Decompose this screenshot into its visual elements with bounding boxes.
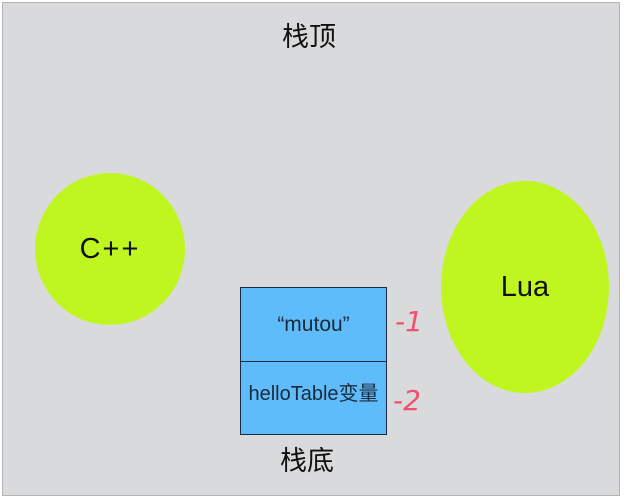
stack-bottom-label: 栈底 bbox=[280, 446, 334, 477]
stack-cell-2: helloTable变量 bbox=[241, 361, 386, 434]
stack-cell-1: “mutou” bbox=[277, 313, 350, 336]
cpp-node-label: C++ bbox=[79, 232, 141, 265]
stack-index-1: -1 bbox=[395, 305, 423, 338]
stack-top-label: 栈顶 bbox=[282, 22, 336, 53]
lua-node: Lua bbox=[441, 181, 609, 393]
stack-index-2: -2 bbox=[393, 384, 421, 417]
lua-node-label: Lua bbox=[500, 270, 550, 303]
stack-box: “mutou” helloTable变量 bbox=[240, 287, 387, 435]
diagram-canvas: 栈顶 C++ Lua “mutou” helloTable变量 -1 -2 栈底 bbox=[2, 2, 620, 496]
cpp-node: C++ bbox=[35, 173, 185, 325]
